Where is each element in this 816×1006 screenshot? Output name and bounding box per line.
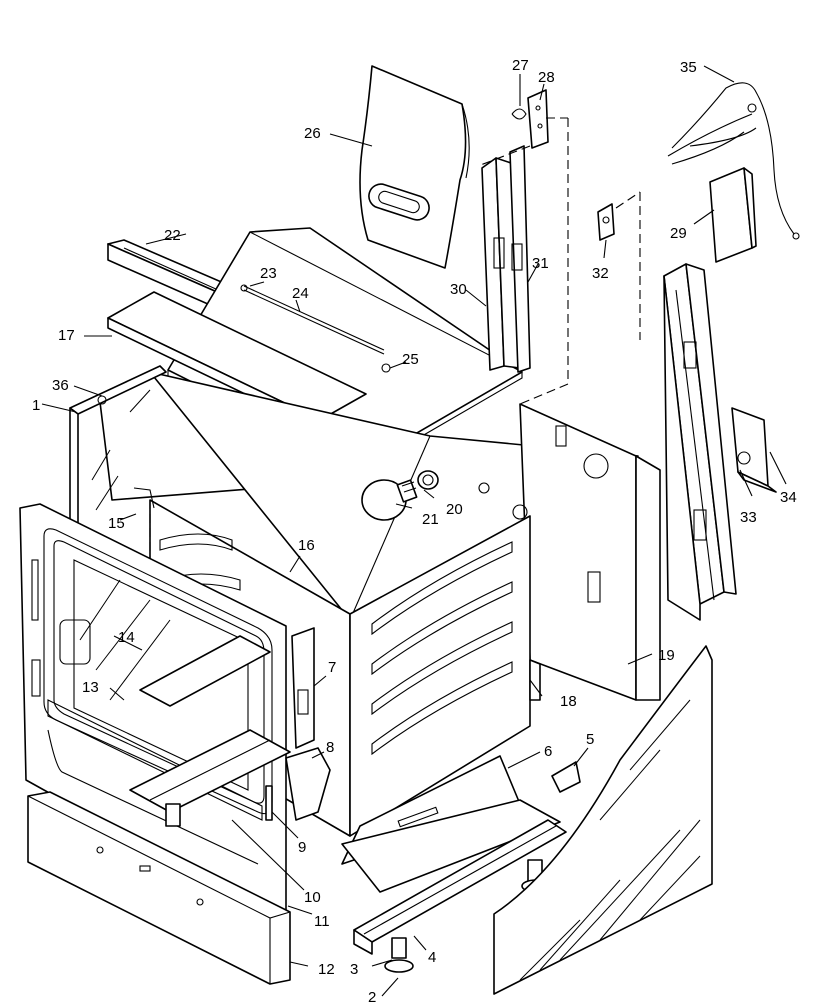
callout-8: 8	[326, 739, 334, 756]
callout-16: 16	[298, 537, 315, 554]
callout-23: 23	[260, 265, 277, 282]
part-27-28-bracket	[511, 89, 549, 149]
part-9-pin	[265, 785, 273, 821]
callout-4: 4	[428, 949, 436, 966]
callout-34: 34	[780, 489, 797, 506]
part-12-kick-plate	[27, 791, 291, 985]
callout-36: 36	[52, 377, 69, 394]
part-14-shelf	[129, 635, 291, 813]
callout-24: 24	[292, 285, 309, 302]
callout-25: 25	[402, 351, 419, 368]
callout-7: 7	[328, 659, 336, 676]
callout-35: 35	[680, 59, 697, 76]
callout-13: 13	[82, 679, 99, 696]
callout-28: 28	[538, 69, 555, 86]
part-34-box	[731, 407, 777, 493]
part-18-bottom	[529, 659, 541, 701]
callout-1: 1	[32, 397, 40, 414]
callout-17: 17	[58, 327, 75, 344]
part-35-harness	[667, 82, 800, 240]
callout-33: 33	[740, 509, 757, 526]
callout-31: 31	[532, 255, 549, 272]
leader-lines	[41, 65, 787, 997]
part-19-rear-panel	[635, 455, 661, 701]
callout-labels: 1 2 3 4 5 6 7 8 9 10 11 12 13 14 15 16 1…	[32, 57, 797, 1006]
callout-29: 29	[670, 225, 687, 242]
callout-32: 32	[592, 265, 609, 282]
part-26-shield	[359, 65, 470, 269]
part-21-bulb	[361, 479, 418, 521]
part-5-clip	[551, 761, 581, 793]
callout-14: 14	[118, 629, 135, 646]
part-side-cover	[493, 645, 713, 995]
part-8-bracket	[285, 747, 331, 821]
callout-27: 27	[512, 57, 529, 74]
callout-5: 5	[586, 731, 594, 748]
part-20-socket	[417, 470, 439, 490]
callout-9: 9	[298, 839, 306, 856]
part-7-hinge	[291, 627, 315, 749]
callout-26: 26	[304, 125, 321, 142]
callout-18: 18	[560, 693, 577, 710]
dash-line-e	[615, 191, 641, 209]
callout-3: 3	[350, 961, 358, 978]
part-33-upright	[663, 263, 737, 621]
callout-30: 30	[450, 281, 467, 298]
part-4-rail	[353, 819, 567, 955]
dash-line-d	[477, 145, 531, 167]
callout-22: 22	[164, 227, 181, 244]
callout-12: 12	[318, 961, 335, 978]
part-31-upright	[509, 145, 531, 373]
callout-10: 10	[304, 889, 321, 906]
callout-2: 2	[368, 989, 376, 1006]
callout-20: 20	[446, 501, 463, 518]
callout-15: 15	[108, 515, 125, 532]
callout-19: 19	[658, 647, 675, 664]
callout-6: 6	[544, 743, 552, 760]
callout-11: 11	[314, 913, 330, 930]
dash-line-c	[519, 383, 569, 405]
callout-21: 21	[422, 511, 439, 528]
part-6-drawer-panel	[341, 755, 561, 893]
part-29-box	[709, 167, 757, 263]
part-32-clip	[597, 203, 615, 241]
